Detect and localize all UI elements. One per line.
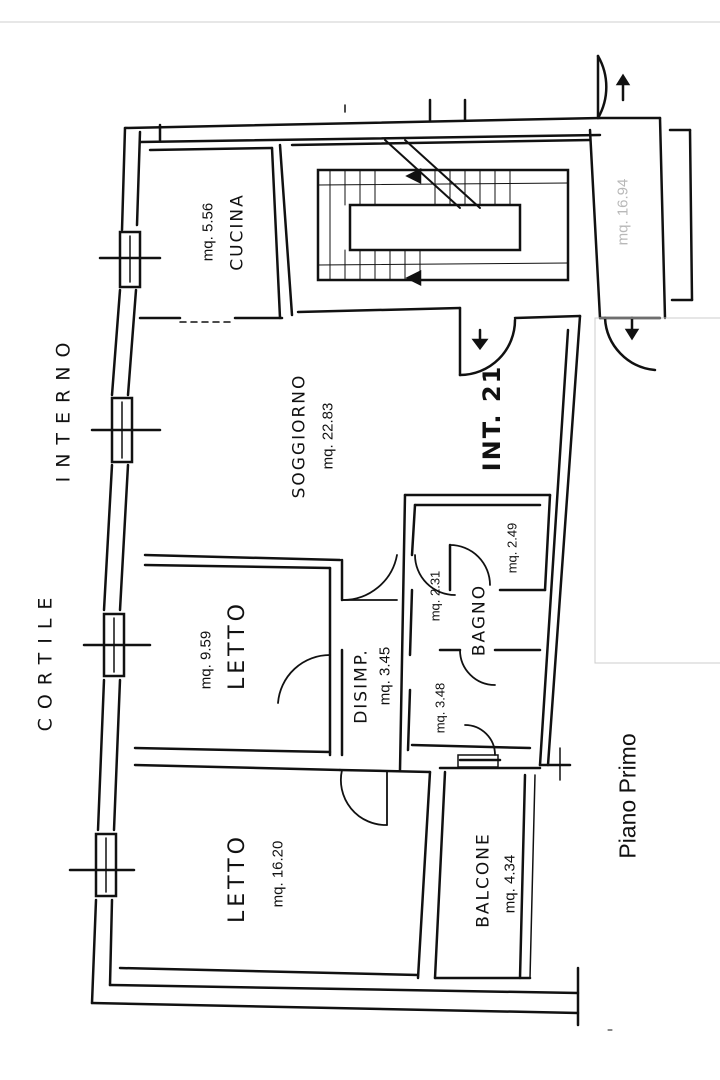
stair-area-label: mq. 16.94 [614,178,632,246]
unit-number-label: INT. 21 [478,364,506,472]
room-name-bagno: BAGNO [469,583,490,657]
kitchen-walls [138,143,294,323]
room-name-cucina: CUCINA [227,193,248,271]
courtyard-label-interno: INTERNO [52,333,75,483]
interior-walls [118,553,542,980]
outer-wall-top [123,98,602,144]
stair-landing [588,54,694,372]
unit-right-wall [513,314,582,781]
room-area-soggiorno: mq. 22.83 [319,402,337,470]
bathroom-block [398,493,552,772]
room-name-balcone: BALCONE [473,832,494,928]
staircase [290,138,592,314]
outer-wall-bottom [90,966,580,1027]
room-area-disimpegno: mq. 3.45 [376,646,394,706]
room-area-balcone: mq. 4.34 [501,854,519,914]
entrance-door [458,306,517,377]
room-name-letto-2: LETTO [225,833,250,923]
small-area-label-2: mq. 2.31 [427,570,443,622]
room-area-letto-1: mq. 9.59 [197,630,215,690]
room-name-disimpegno: DISIMP. [351,648,372,724]
small-area-label-1: mq. 2.49 [504,522,520,574]
room-name-letto-1: LETTO [225,600,250,690]
small-area-label-3: mq. 3.48 [432,682,448,734]
room-area-letto-2: mq. 16.20 [269,840,287,908]
floor-title: Piano Primo [614,733,641,859]
room-area-cucina: mq. 5.56 [199,202,217,262]
outer-wall-left [90,126,142,1005]
courtyard-label-cortile: CORTILE [34,588,57,732]
room-name-soggiorno: SOGGIORNO [289,373,310,499]
windows [68,230,162,898]
door-swings [277,544,496,826]
